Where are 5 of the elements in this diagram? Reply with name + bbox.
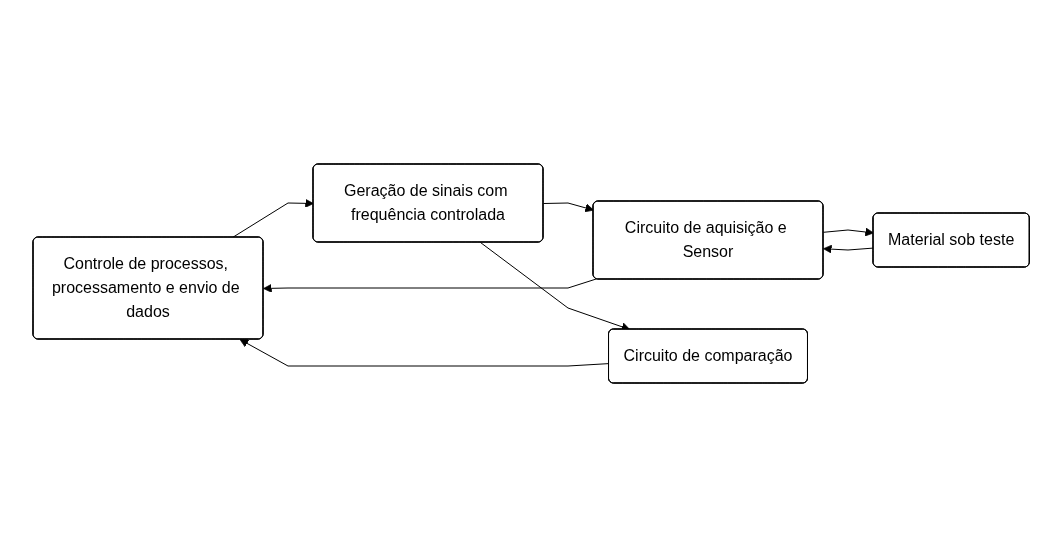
arrow xyxy=(823,227,875,236)
arrow xyxy=(240,338,610,366)
arrow xyxy=(263,278,598,293)
arrow xyxy=(823,244,875,254)
arrow xyxy=(543,202,595,212)
